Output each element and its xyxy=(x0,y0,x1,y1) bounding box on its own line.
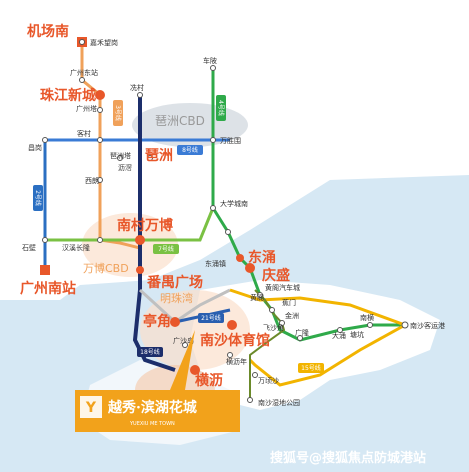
label-nancunwanbo: 南村万博 xyxy=(117,217,173,234)
label-changgang: 昌岗 xyxy=(28,144,42,152)
badge-line-3: 3号线 xyxy=(113,100,123,126)
label-nanshatiyuguan: 南沙体育馆 xyxy=(200,332,270,349)
label-guangzhouta: 广州塔 xyxy=(76,104,97,113)
label-nanshashidigongyuan: 南沙湿地公园 xyxy=(258,398,300,407)
svg-text:21号线: 21号线 xyxy=(201,314,221,322)
badge-line-2: 2号线 xyxy=(33,185,43,211)
project-banner[interactable]: Y 越秀·滨湖花城 YUEXIU ME TOWN xyxy=(75,390,240,432)
marker-hengli[interactable] xyxy=(190,365,200,375)
label-nanheng: 南横 xyxy=(360,313,374,322)
label-nanshakeyungang: 南沙客运港 xyxy=(410,321,445,330)
minor-station-markers xyxy=(42,39,409,403)
label-jiahewangang: 嘉禾望岗 xyxy=(90,38,118,47)
badge-line-7: 7号线 xyxy=(153,244,179,254)
label-lijiao: 沥滘 xyxy=(118,163,132,172)
label-tingjiao: 亭角 xyxy=(143,313,171,330)
area-pazhou-cbd: 琶洲CBD xyxy=(155,114,205,128)
label-jinzhou: 金洲 xyxy=(285,311,299,320)
label-hengxinian: 横沥年 xyxy=(226,357,247,366)
line-15 xyxy=(229,288,409,387)
label-huangge: 黄阁 xyxy=(250,293,264,302)
svg-text:8号线: 8号线 xyxy=(182,146,198,154)
badge-line-15: 15号线 xyxy=(298,363,324,373)
label-hengli: 横沥 xyxy=(195,372,223,389)
label-daxuechengnan: 大学城南 xyxy=(220,199,248,208)
svg-text:3号线: 3号线 xyxy=(114,105,122,121)
marker-fanyuguangchang[interactable] xyxy=(136,266,144,274)
line-18 xyxy=(132,95,176,372)
marker-dongyong[interactable] xyxy=(236,254,244,262)
area-wanbo-cbd: 万博CBD xyxy=(83,262,129,275)
badge-line-18: 18号线 xyxy=(137,347,163,357)
label-tangkeng: 塘坑 xyxy=(350,330,364,339)
project-name: 越秀·滨湖花城 xyxy=(107,399,197,416)
svg-text:4号线: 4号线 xyxy=(217,100,225,116)
label-hanxichanglong: 汉溪长隆 xyxy=(62,243,90,252)
label-guangzhoudongzhan: 广州东站 xyxy=(70,68,98,77)
land-nansha xyxy=(190,280,440,410)
label-huanggeqichecheng: 黄阁汽车城 xyxy=(265,283,300,292)
svg-text:7号线: 7号线 xyxy=(158,245,174,253)
label-jichangnan: 机场南 xyxy=(27,23,69,40)
project-pointer xyxy=(170,330,195,390)
project-subtitle: YUEXIU ME TOWN xyxy=(129,421,175,427)
marker-nancunwanbo[interactable] xyxy=(135,235,145,245)
marker-guangzhounanzhan[interactable] xyxy=(40,265,50,275)
marker-qingsheng[interactable] xyxy=(245,263,255,273)
label-wanqingsha: 万顷沙 xyxy=(258,377,279,385)
line-13 xyxy=(249,289,286,400)
label-shibi: 石壁 xyxy=(22,243,36,252)
label-kecun: 客村 xyxy=(77,129,91,138)
label-pazhouta: 琶洲塔 xyxy=(110,151,131,160)
svg-text:2号线: 2号线 xyxy=(34,190,42,206)
label-jiaomen: 蕉门 xyxy=(282,298,296,307)
label-chebei: 车陂 xyxy=(203,56,217,65)
label-zhujiangxincheng: 珠江新城 xyxy=(40,87,96,104)
label-xiancun: 冼村 xyxy=(130,83,144,92)
label-fanyuguangchang: 番禺广场 xyxy=(146,274,203,291)
badge-line-4: 4号线 xyxy=(216,95,226,121)
label-xilang: 西朗 xyxy=(85,176,99,185)
marker-nanshatiyuguan[interactable] xyxy=(227,320,237,330)
label-feishajiao: 飞沙角 xyxy=(263,323,284,332)
label-qingsheng: 庆盛 xyxy=(262,267,290,284)
area-mingzhuwan: 明珠湾 xyxy=(160,291,193,305)
badge-line-21: 21号线 xyxy=(198,313,224,323)
project-logo-icon: Y xyxy=(85,400,97,416)
marker-zhujiangxincheng[interactable] xyxy=(95,90,105,100)
badge-line-8: 8号线 xyxy=(177,145,203,155)
label-wanshengwei: 万胜围 xyxy=(220,136,241,145)
svg-text:15号线: 15号线 xyxy=(301,364,321,372)
label-pazhou: 琶洲 xyxy=(145,148,173,164)
watermark: 搜狐号@搜狐焦点防城港站 xyxy=(270,450,426,466)
label-guangzhounanzhan: 广州南站 xyxy=(20,280,76,297)
label-dayong: 大涌 xyxy=(332,331,346,340)
label-guanglong: 广隆 xyxy=(295,328,309,337)
marker-tingjiao[interactable] xyxy=(170,317,180,327)
svg-text:18号线: 18号线 xyxy=(140,348,160,356)
label-dongyongzhen: 东涌镇 xyxy=(205,259,226,268)
line-22 xyxy=(138,288,231,324)
label-guangshaodao: 广沙岛 xyxy=(173,336,194,345)
label-dongyong: 东涌 xyxy=(248,249,276,266)
